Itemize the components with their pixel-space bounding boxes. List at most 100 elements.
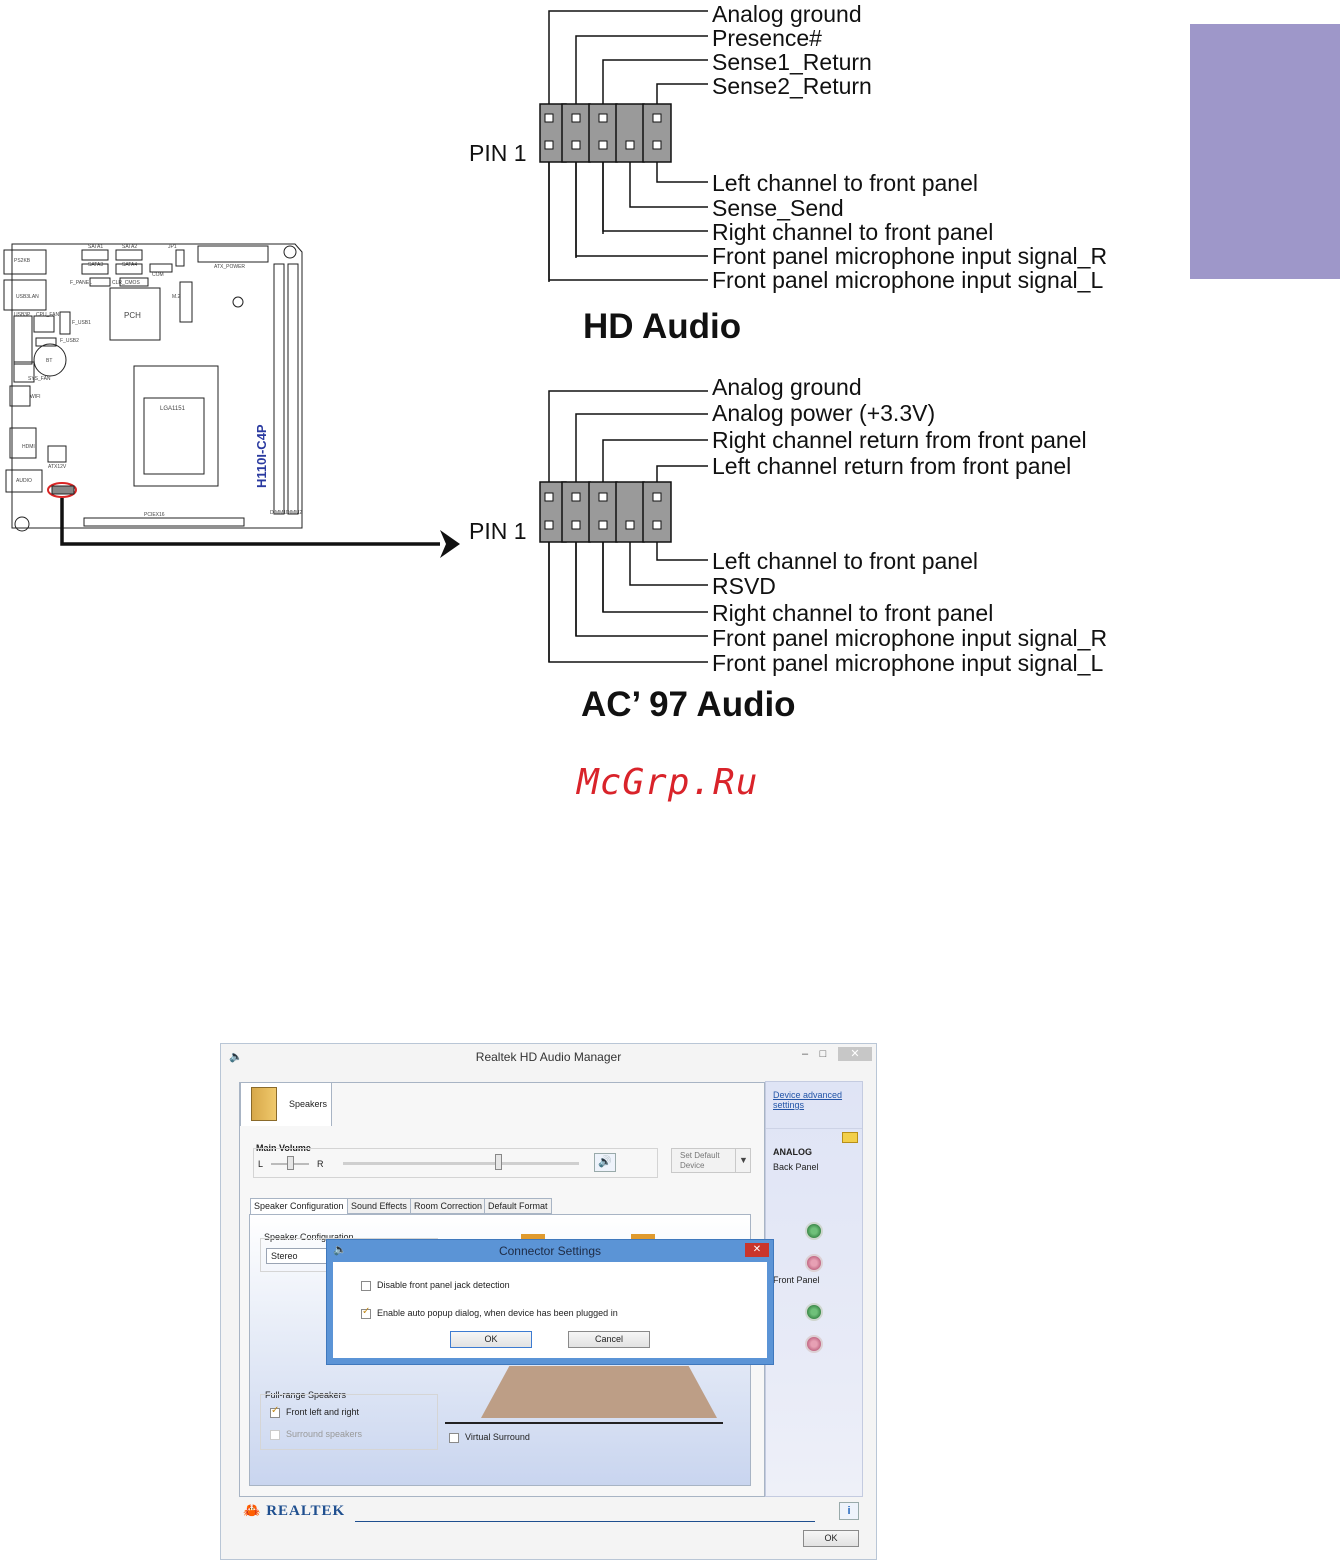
disable-jack-detection-checkbox[interactable] (361, 1280, 371, 1291)
mount-hole-3 (283, 245, 297, 259)
window-close-button[interactable]: ✕ (838, 1047, 872, 1061)
board-label: SATA4 (122, 262, 137, 268)
tab-speaker-configuration[interactable]: Speaker Configuration (250, 1198, 348, 1215)
board-label: AUDIO (16, 478, 32, 484)
hd-pin-label: Analog ground (712, 1, 862, 27)
jp1 (175, 249, 185, 267)
board-label: ATX12V (48, 464, 67, 470)
balance-slider-thumb[interactable] (287, 1156, 294, 1170)
ac97-wire-4 (656, 465, 708, 484)
usb3-header (13, 315, 33, 365)
board-label: PS2KB (14, 258, 31, 264)
dialog-title: Connector Settings (498, 1244, 602, 1258)
audio-header-highlight (47, 482, 77, 498)
pointer-arrowhead (440, 530, 460, 558)
virtual-surround-checkbox[interactable] (449, 1432, 459, 1443)
volume-track (343, 1162, 579, 1165)
dialog-cancel-button[interactable]: Cancel (568, 1331, 650, 1348)
front-pink-jack-icon[interactable] (805, 1335, 823, 1353)
atx12v-header (47, 445, 67, 463)
realtek-logo-text: REALTEK (266, 1503, 346, 1519)
sys-fan-header (13, 361, 35, 383)
room-floor (481, 1366, 717, 1418)
ac97-pin-label: Front panel microphone input signal_L (712, 650, 1104, 676)
board-label: WIFI (30, 394, 41, 400)
tab-room-correction[interactable]: Room Correction (410, 1198, 487, 1214)
usblan-port (3, 279, 47, 311)
dimm2-slot (287, 263, 299, 515)
hd-wire-4 (656, 83, 708, 108)
ac97-header (539, 481, 672, 543)
hd-wire-8 (575, 160, 708, 257)
board-model-label: H110I-C4P (254, 424, 269, 488)
front-lr-checkbox[interactable] (270, 1405, 280, 1418)
disable-jack-detection-option[interactable]: Disable front panel jack detection (361, 1280, 510, 1291)
board-label: SYS_FAN (28, 376, 51, 382)
info-icon[interactable]: i (839, 1502, 859, 1520)
speaker-app-icon: 🔈 (229, 1051, 243, 1063)
dialog-body: Disable front panel jack detection Enabl… (333, 1262, 767, 1358)
dialog-close-button[interactable]: ✕ (745, 1243, 769, 1257)
watermark: McGrp.Ru (577, 762, 759, 803)
floor-line (445, 1422, 723, 1424)
volume-slider-thumb[interactable] (495, 1154, 502, 1170)
board-label: JP1 (168, 244, 177, 250)
minimize-button[interactable]: – (801, 1048, 809, 1060)
board-label: F_USB2 (60, 338, 79, 344)
front-panel-label: Front Panel (773, 1275, 820, 1285)
brand-underline (355, 1521, 815, 1522)
right-panel: Device advanced settings ANALOG Back Pan… (765, 1081, 863, 1497)
balance-l-label: L (258, 1159, 264, 1169)
tab-sound-effects[interactable]: Sound Effects (347, 1198, 411, 1214)
folder-icon[interactable] (842, 1132, 858, 1143)
hd-audio-title: HD Audio (583, 307, 742, 346)
surround-checkbox[interactable] (270, 1429, 280, 1440)
tab-speakers-label: Speakers (289, 1099, 328, 1109)
analog-label: ANALOG (773, 1147, 812, 1157)
dimm1-slot (273, 263, 285, 515)
back-panel-label: Back Panel (773, 1162, 819, 1172)
device-advanced-link[interactable]: Device advanced settings (773, 1090, 843, 1110)
tab-default-format[interactable]: Default Format (484, 1198, 552, 1214)
board-outline (11, 243, 303, 529)
dialog-ok-button[interactable]: OK (450, 1331, 532, 1348)
m2-slot (179, 281, 193, 323)
board-label: F_PANEL (70, 280, 92, 286)
auto-popup-checkbox[interactable] (361, 1306, 371, 1319)
hd-pin1-label: PIN 1 (469, 140, 527, 166)
socket-inner (143, 397, 205, 475)
board-label: USB3LAN (16, 294, 39, 300)
cpu-socket (133, 365, 219, 487)
ac97-pin-label: Analog power (+3.3V) (712, 400, 936, 426)
board-label: PCH (124, 311, 141, 320)
audio-port (5, 469, 43, 493)
hdmi-port (9, 427, 37, 459)
pch-chip (109, 287, 161, 341)
board-label: CLR_CMOS (112, 280, 140, 286)
ac97-audio-title: AC’ 97 Audio (581, 685, 796, 724)
board-label: LGA1151 (160, 406, 186, 412)
pink-jack-icon[interactable] (805, 1254, 823, 1272)
front-lr-option[interactable]: Front left and right (270, 1405, 359, 1418)
fullrange-label: Full-range Speakers (265, 1390, 347, 1400)
maximize-button[interactable]: □ (819, 1048, 827, 1060)
speakers-icon (251, 1087, 277, 1121)
realtek-window: 🔈 Realtek HD Audio Manager – □ ✕ Speaker… (220, 1043, 877, 1560)
mount-hole (232, 296, 244, 308)
surround-option[interactable]: Surround speakers (270, 1429, 362, 1440)
set-default-device-button[interactable]: Set Default Device (671, 1148, 751, 1173)
ok-button[interactable]: OK (803, 1530, 859, 1547)
chevron-down-icon[interactable]: ▼ (735, 1148, 751, 1173)
mute-button[interactable]: 🔊 (594, 1153, 616, 1172)
speaker-config-label: Speaker Configuration (264, 1232, 354, 1242)
tab-speakers[interactable]: Speakers (240, 1082, 332, 1126)
ac97-pin-label: Right channel return from front panel (712, 427, 1087, 453)
auto-popup-option[interactable]: Enable auto popup dialog, when device ha… (361, 1306, 618, 1319)
hd-pin-label: Presence# (712, 25, 822, 51)
mount-hole-2 (14, 516, 30, 532)
virtual-surround-option[interactable]: Virtual Surround (449, 1432, 530, 1443)
green-jack-icon[interactable] (805, 1222, 823, 1240)
board-label: HDMI (22, 444, 35, 450)
front-green-jack-icon[interactable] (805, 1303, 823, 1321)
connector-settings-dialog: 🔈 Connector Settings ✕ Disable front pan… (326, 1239, 774, 1365)
